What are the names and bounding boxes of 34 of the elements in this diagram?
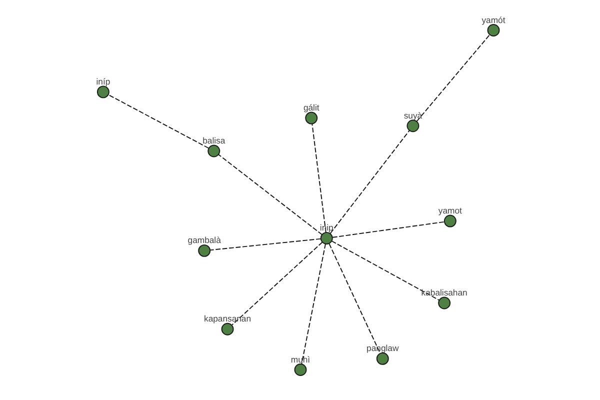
node-circle [96,86,109,98]
node-circle [406,120,419,132]
node-circle [294,364,306,376]
node-label: iníp [96,76,110,86]
connector [416,34,490,122]
connector [209,238,321,251]
node-label: yamot [438,206,462,216]
connector [329,130,410,234]
node-circle [320,232,332,244]
connector [311,123,326,233]
connector [300,243,326,364]
node-label: kapansanan [204,314,251,324]
connector [330,240,440,301]
node-circle [198,244,210,257]
connector [218,154,322,236]
node-label: panglaw [366,343,398,354]
connector [108,94,209,149]
node-label: gálit [302,102,319,113]
node-circle [443,214,456,228]
node-circle [304,112,318,124]
node-label: balisa [202,135,225,146]
node-label: inip [319,222,333,233]
node-circle [207,144,220,158]
node-circle [486,24,500,36]
connector [328,243,380,354]
node-label: muhì [290,354,310,364]
node-label: suyà [403,110,422,120]
node-label: yamót [481,14,505,25]
node-circle [438,296,450,310]
connector [332,221,444,238]
connector [231,242,322,326]
node-circle [220,322,234,336]
node-label: gambalà [187,235,220,246]
node-circle [376,352,388,365]
